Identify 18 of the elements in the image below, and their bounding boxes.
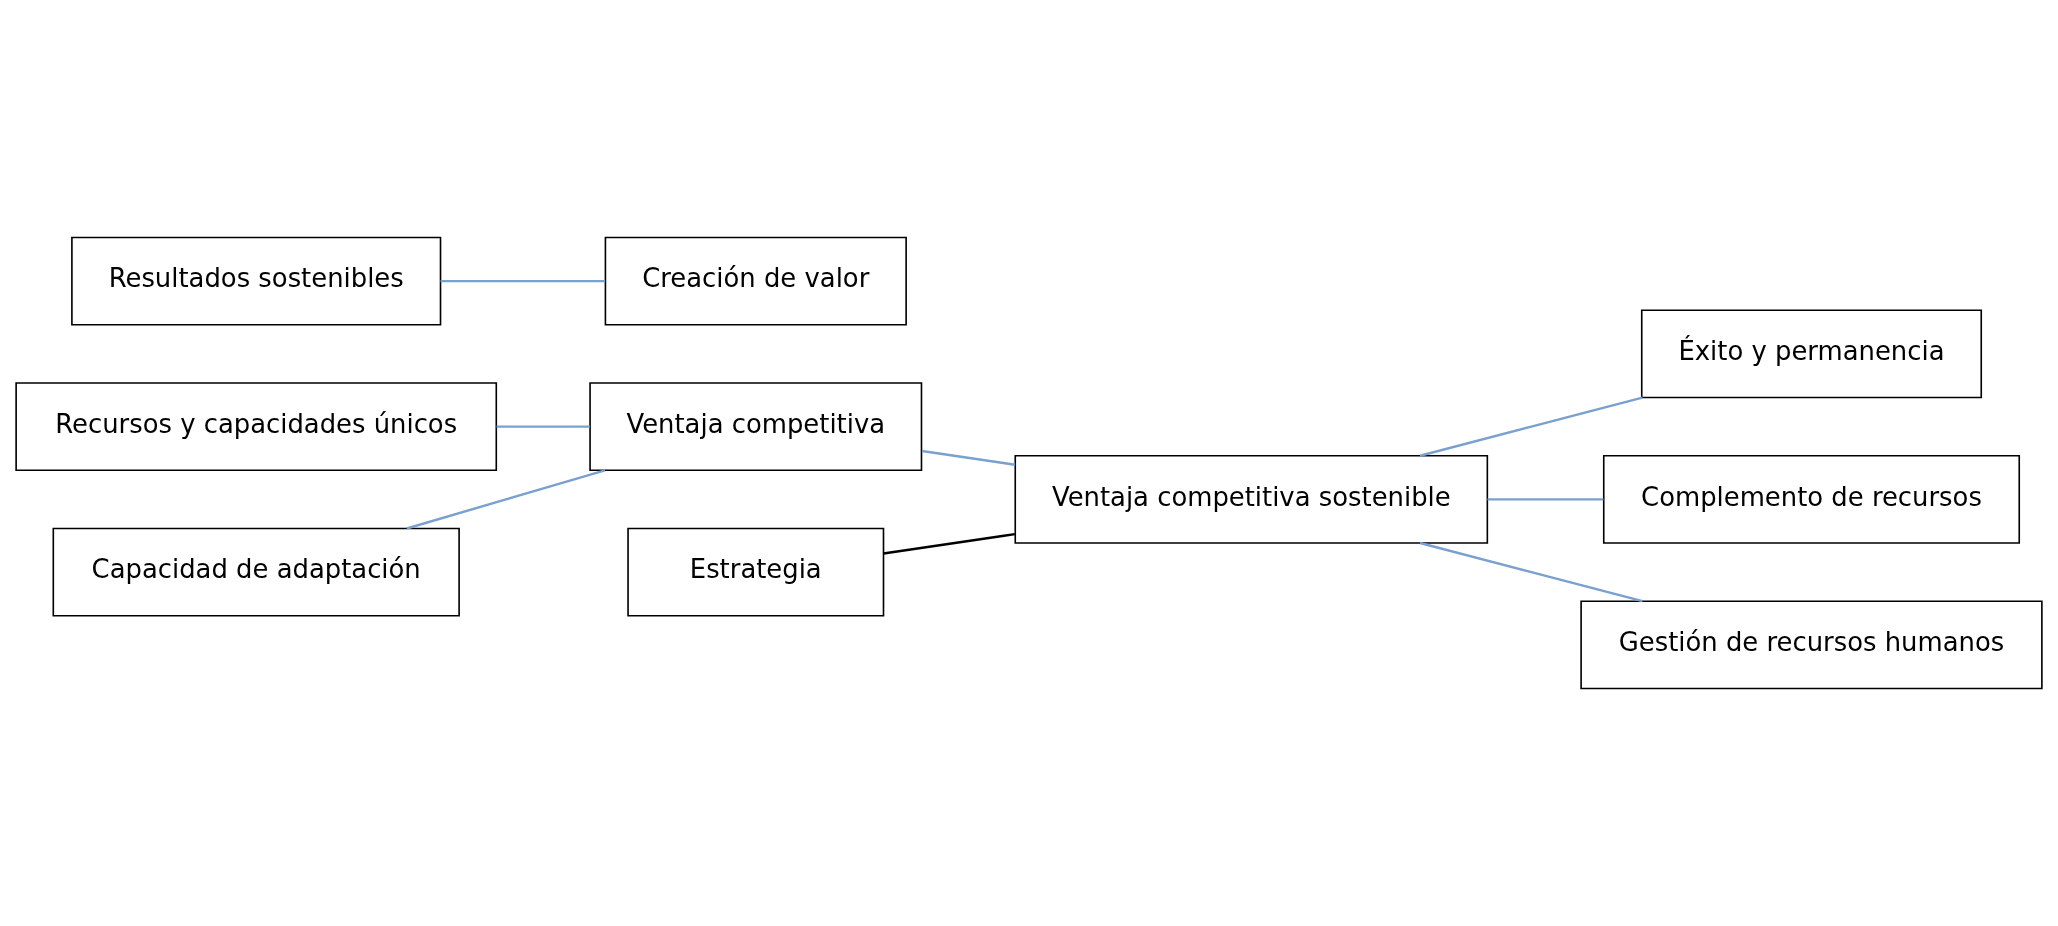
connector <box>883 532 1015 555</box>
node-box: Capacidad de adaptación <box>52 527 460 617</box>
connector <box>440 279 606 283</box>
connector <box>1419 396 1643 457</box>
connector <box>921 449 1016 466</box>
node-box: Creación de valor <box>604 236 907 326</box>
connector <box>1487 498 1604 501</box>
node-box: Ventaja competitiva <box>589 382 923 472</box>
node-box: Complemento de recursos <box>1602 454 2021 544</box>
node-box: Resultados sostenibles <box>71 236 442 326</box>
connector <box>496 425 590 428</box>
connector <box>406 469 606 530</box>
node-box: Gestión de recursos humanos <box>1580 600 2043 690</box>
connector <box>1419 541 1643 603</box>
node-box: Estrategia <box>627 527 885 617</box>
node-box: Ventaja competitiva sostenible <box>1014 454 1489 544</box>
node-box: Recursos y capacidades únicos <box>15 382 498 472</box>
node-box: Éxito y permanencia <box>1640 309 1983 399</box>
